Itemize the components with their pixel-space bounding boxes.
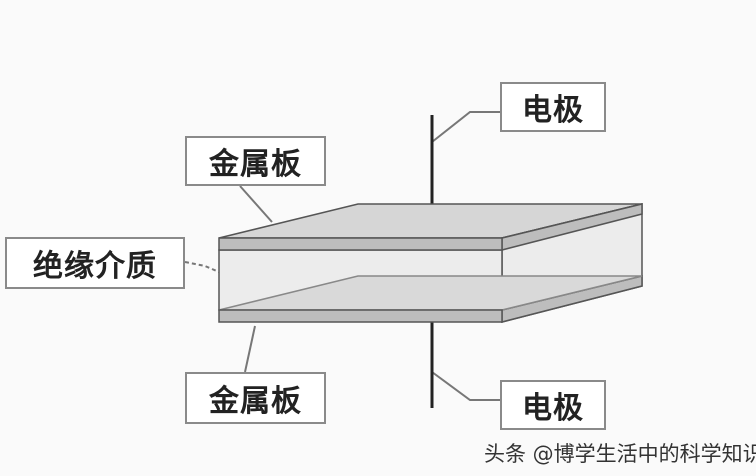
leader-metal-plate-top [239, 185, 273, 223]
leader-metal-plate-bottom [244, 325, 256, 373]
label-electrode-top: 电极 [500, 82, 606, 132]
metal-plate-bottom-front [218, 309, 503, 323]
leader-electrode-bottom [431, 371, 500, 401]
label-metal-plate-bottom: 金属板 [185, 372, 326, 424]
leader-dielectric [184, 261, 220, 273]
metal-plate-top-front [218, 237, 503, 251]
label-dielectric: 绝缘介质 [5, 237, 185, 289]
label-electrode-bottom: 电极 [500, 380, 606, 430]
label-metal-plate-top: 金属板 [185, 136, 326, 186]
leader-electrode-top [431, 111, 500, 143]
watermark: 头条 @博学生活中的科学知识 [484, 442, 756, 466]
